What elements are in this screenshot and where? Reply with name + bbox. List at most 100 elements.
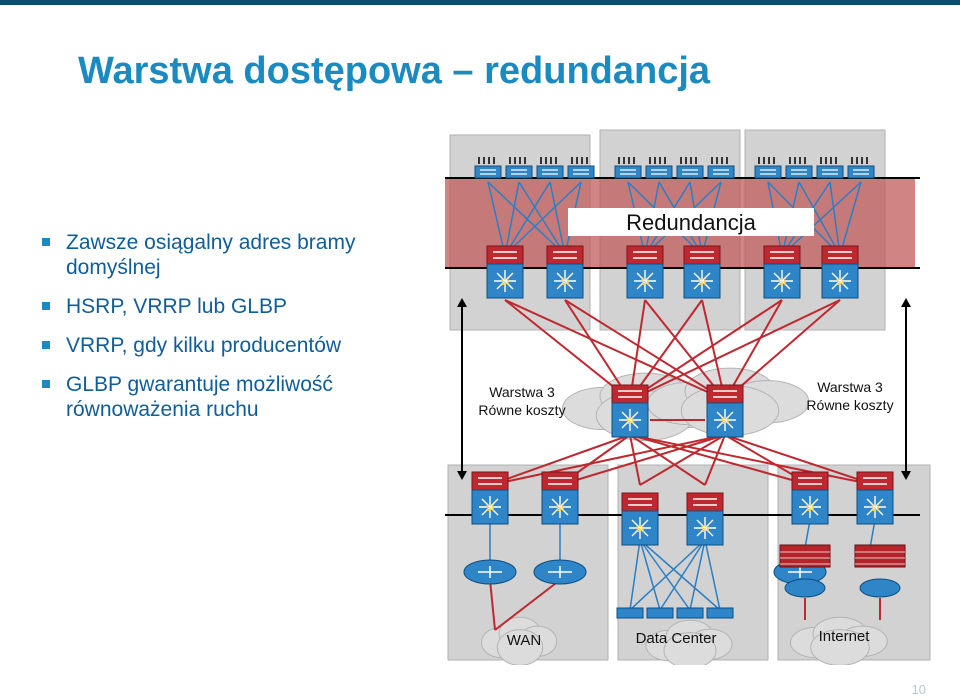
link-line	[639, 539, 691, 611]
link-line	[869, 519, 876, 549]
layer3-switch-icon: Si	[621, 492, 659, 546]
link-line	[487, 181, 566, 256]
firewall-icon	[779, 544, 831, 568]
top-accent-bar	[0, 0, 960, 5]
bullet-text: Zawsze osiągalny adres bramy domyślnej	[66, 231, 356, 279]
svg-text:Si: Si	[561, 277, 570, 287]
access-switch-icon	[816, 157, 844, 179]
link-line	[704, 539, 721, 611]
link-line	[629, 434, 706, 486]
bullet-square-icon	[42, 341, 50, 349]
svg-text:Si: Si	[721, 416, 730, 426]
link-line	[629, 539, 706, 611]
link-line	[724, 299, 841, 401]
bullet-square-icon	[42, 380, 50, 388]
layer3-switch-icon: Si	[683, 245, 721, 299]
bullet-item: GLBP gwarantuje możliwość równoważenia r…	[40, 372, 430, 422]
bullet-text: HSRP, VRRP lub GLBP	[66, 295, 287, 318]
link-line	[494, 579, 561, 631]
svg-text:Si: Si	[486, 503, 495, 513]
router-icon	[463, 559, 517, 585]
link-line	[639, 539, 661, 611]
slide-number: 10	[911, 682, 926, 697]
cloud-icon	[481, 616, 558, 665]
layer3-switch-icon: Si	[541, 471, 579, 525]
link-line	[829, 181, 841, 256]
access-switch-icon	[567, 157, 595, 179]
layer3-switch-icon: Si	[471, 471, 509, 525]
svg-text:Si: Si	[626, 416, 635, 426]
firewall-icon	[854, 544, 906, 568]
link-line	[639, 539, 721, 611]
core-switch-icon: Si	[611, 384, 649, 438]
layer3-switch-icon: Si	[821, 245, 859, 299]
svg-text:Si: Si	[636, 524, 645, 534]
layer3-switch-icon: Si	[856, 471, 894, 525]
layer3-switch-icon: Si	[763, 245, 801, 299]
cloud-icon	[645, 619, 733, 665]
cloud-icon	[790, 616, 888, 665]
link-line	[559, 434, 726, 486]
link-line	[629, 434, 641, 486]
access-switch-icon	[707, 157, 735, 179]
link-line	[804, 519, 811, 549]
bullet-item: HSRP, VRRP lub GLBP	[40, 294, 430, 319]
access-switch-icon	[645, 157, 673, 179]
bullet-item: VRRP, gdy kilku producentów	[40, 333, 430, 358]
link-line	[629, 299, 646, 401]
svg-text:Si: Si	[778, 277, 787, 287]
access-switch-icon	[847, 157, 875, 179]
link-line	[724, 299, 783, 401]
bullet-square-icon	[42, 238, 50, 246]
svg-text:Si: Si	[701, 524, 710, 534]
layer3-label-right: Warstwa 3	[817, 379, 883, 395]
link-line	[798, 181, 841, 256]
datacenter-switch-icon	[646, 607, 674, 619]
link-line	[504, 181, 582, 256]
block-label-data-center: Data Center	[636, 630, 717, 647]
access-switch-icon	[536, 157, 564, 179]
layer3-label-right: Równe koszty	[806, 397, 893, 413]
access-switch-icon	[614, 157, 642, 179]
link-line	[839, 181, 862, 256]
link-line	[701, 299, 726, 401]
block-label-wan: WAN	[507, 632, 541, 649]
layer3-label-left: Warstwa 3	[489, 384, 555, 400]
layer3-switch-icon: Si	[686, 492, 724, 546]
router-icon	[533, 559, 587, 585]
layer3-switch-icon: Si	[486, 245, 524, 299]
svg-text:Si: Si	[641, 277, 650, 287]
link-line	[689, 539, 706, 611]
link-line	[704, 434, 726, 486]
link-line	[629, 299, 703, 401]
svg-text:Si: Si	[501, 277, 510, 287]
double-arrow-icon	[457, 298, 467, 480]
access-switch-icon	[474, 157, 502, 179]
layer3-switch-icon: Si	[626, 245, 664, 299]
block-label-internet: Internet	[819, 628, 871, 645]
link-line	[629, 434, 811, 486]
datacenter-switch-icon	[616, 607, 644, 619]
link-line	[489, 579, 496, 631]
svg-text:Si: Si	[871, 503, 880, 513]
link-line	[489, 434, 631, 486]
link-line	[724, 434, 876, 486]
slide-title: Warstwa dostępowa – redundancja	[78, 50, 711, 92]
bullet-text: VRRP, gdy kilku producentów	[66, 334, 342, 357]
bullet-text: GLBP gwarantuje możliwość równoważenia r…	[66, 373, 333, 421]
link-line	[781, 181, 862, 256]
redundancy-label: Redundancja	[626, 210, 756, 235]
layer3-switch-icon: Si	[546, 245, 584, 299]
router-icon	[784, 578, 826, 598]
svg-text:Si: Si	[698, 277, 707, 287]
link-line	[629, 299, 783, 401]
link-line	[504, 299, 631, 401]
datacenter-switch-icon	[676, 607, 704, 619]
link-line	[629, 434, 876, 486]
access-switch-icon	[754, 157, 782, 179]
svg-text:Si: Si	[556, 503, 565, 513]
access-switch-icon	[676, 157, 704, 179]
link-line	[504, 181, 551, 256]
link-line	[659, 539, 706, 611]
